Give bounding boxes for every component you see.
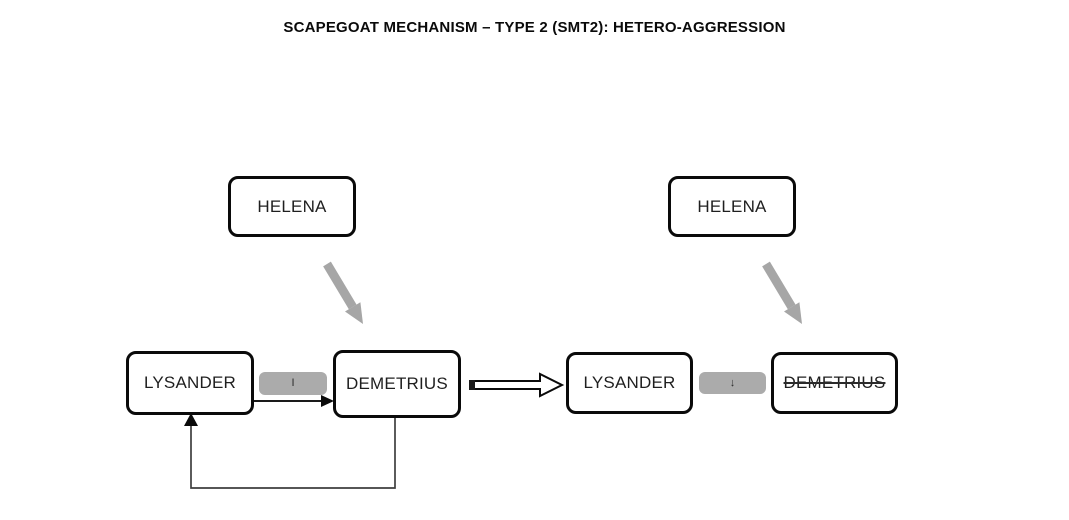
node-helena-after: HELENA	[668, 176, 796, 237]
aggression-arrow-icon	[323, 261, 363, 324]
relation-badge-after: ↓	[699, 372, 766, 394]
node-label: LYSANDER	[583, 373, 676, 392]
node-helena-before: HELENA	[228, 176, 356, 237]
node-label: LYSANDER	[144, 373, 236, 392]
relation-badge-symbol: I	[291, 377, 295, 389]
aggression-arrow-icon	[762, 261, 802, 324]
relation-badge-before: I	[259, 372, 327, 395]
node-demetrius-before: DEMETRIUS	[333, 350, 461, 418]
node-label-strikethrough: DEMETRIUS	[783, 373, 886, 392]
node-label: DEMETRIUS	[346, 374, 448, 393]
node-label: HELENA	[257, 196, 327, 216]
node-lysander-before: LYSANDER	[126, 351, 254, 415]
transition-hollow-arrow-icon	[469, 372, 565, 398]
relation-badge-symbol: ↓	[729, 376, 736, 389]
node-lysander-after: LYSANDER	[566, 352, 693, 414]
node-demetrius-after-struck: DEMETRIUS	[771, 352, 898, 414]
lysander-to-demetrius-arrow-icon	[254, 395, 334, 407]
page-title: SCAPEGOAT MECHANISM – TYPE 2 (SMT2): HET…	[283, 19, 786, 36]
node-label: HELENA	[697, 196, 767, 216]
feedback-loop-arrow-icon	[184, 413, 396, 489]
